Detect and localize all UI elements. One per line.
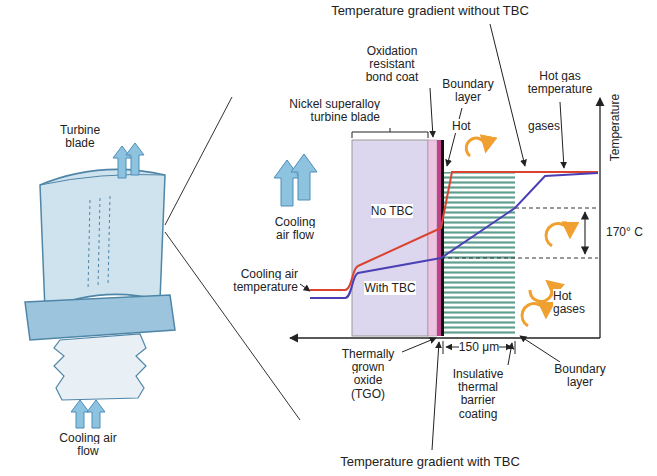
dimension-line bbox=[443, 341, 515, 354]
zoom-line bbox=[165, 232, 300, 420]
label-text: Temperature bbox=[608, 94, 622, 161]
part-label: Thermally grown oxide (TGO) bbox=[336, 348, 400, 401]
dimension-label: 150 μm bbox=[454, 341, 504, 354]
cooling-arrow bbox=[71, 400, 89, 428]
flow-label: Cooling air flow bbox=[58, 432, 118, 458]
hot-gas-arrow bbox=[466, 138, 486, 156]
label-text: gases bbox=[528, 119, 560, 133]
turbine-blade bbox=[40, 174, 165, 185]
zoom-line bbox=[165, 97, 232, 225]
label-text: Thermally grown oxide (TGO) bbox=[342, 347, 395, 401]
dimension-label: 170° C bbox=[606, 226, 654, 239]
label-text: Nickel superalloy turbine blade bbox=[289, 97, 380, 124]
label-text: Cooling air flow bbox=[275, 215, 316, 242]
label-text: Hot gases bbox=[553, 289, 585, 316]
leader-line bbox=[447, 108, 462, 166]
cooling-arrow bbox=[113, 146, 131, 178]
label-text: Cooling air temperature bbox=[233, 267, 298, 294]
curve-label: No TBC bbox=[357, 205, 427, 218]
label-text: No TBC bbox=[371, 204, 413, 218]
turbine-blade bbox=[40, 169, 165, 310]
interface-line bbox=[441, 140, 444, 336]
tbc-layer bbox=[444, 172, 515, 336]
axis bbox=[290, 98, 600, 338]
delta-bracket bbox=[441, 208, 598, 258]
leader-line bbox=[430, 88, 433, 137]
label-text: Turbine blade bbox=[60, 123, 100, 150]
part-label: Boundary layer bbox=[551, 363, 609, 389]
cooling-arrow bbox=[126, 143, 144, 175]
hot-gas-arrow bbox=[522, 304, 546, 326]
hot-gas-arrow bbox=[530, 282, 552, 301]
part-label: Oxidation resistant bond coat bbox=[356, 45, 428, 85]
leader-line bbox=[300, 24, 564, 450]
label-text: Boundary layer bbox=[554, 362, 605, 389]
gas-label: Hot bbox=[452, 120, 478, 133]
part-label: Hot gas temperature bbox=[523, 70, 597, 96]
part-label: Boundary layer bbox=[440, 78, 496, 104]
part-label: Turbine blade bbox=[50, 124, 110, 150]
leader-line bbox=[508, 343, 512, 365]
label-text: Hot gas temperature bbox=[528, 69, 593, 96]
leader-line bbox=[300, 284, 310, 291]
label-text: 170° C bbox=[606, 225, 643, 239]
figure-caption: Temperature gradient with TBC bbox=[300, 455, 560, 469]
cooling-arrow bbox=[87, 400, 105, 428]
cooling-arrow bbox=[71, 143, 317, 428]
label-text: Cooling air flow bbox=[59, 431, 116, 458]
delta-bracket bbox=[584, 212, 585, 254]
part-label: Insulative thermal barrier coating bbox=[445, 368, 511, 421]
axis-label: Temperature bbox=[609, 83, 622, 173]
gradient-without-tbc bbox=[310, 172, 598, 290]
zoom-line bbox=[165, 97, 300, 420]
leader-line bbox=[352, 128, 428, 138]
superalloy-layer bbox=[352, 140, 428, 336]
figure-caption: Temperature gradient without TBC bbox=[300, 4, 560, 18]
delta-bracket bbox=[441, 208, 598, 258]
label-text: Temperature gradient with TBC bbox=[340, 454, 520, 469]
cooling-arrow bbox=[291, 154, 317, 200]
turbine-blade bbox=[25, 169, 175, 400]
label-text: 150 μm bbox=[459, 340, 499, 354]
dimension-line bbox=[443, 341, 515, 354]
gas-label: gases bbox=[528, 120, 568, 133]
flow-label: Cooling air flow bbox=[268, 216, 322, 242]
curve-label: Cooling air temperature bbox=[222, 268, 298, 294]
label-text: Hot bbox=[452, 119, 471, 133]
gas-label: Hot gases bbox=[553, 290, 597, 316]
leader-line bbox=[490, 24, 525, 166]
label-text: Insulative thermal barrier coating bbox=[453, 367, 504, 421]
leader-line bbox=[402, 338, 436, 352]
axis bbox=[599, 98, 600, 338]
axis bbox=[290, 337, 600, 338]
label-text: With TBC bbox=[364, 281, 415, 295]
hot-gas-arrow bbox=[546, 224, 570, 246]
curve-label: With TBC bbox=[355, 282, 425, 295]
tgo-layer bbox=[437, 140, 441, 336]
bond-coat-layer bbox=[428, 140, 437, 336]
turbine-blade bbox=[54, 334, 146, 400]
turbine-blade bbox=[88, 196, 110, 290]
label-text: Temperature gradient without TBC bbox=[331, 3, 529, 18]
label-text: Oxidation resistant bond coat bbox=[366, 44, 419, 84]
part-label: Nickel superalloy turbine blade bbox=[270, 98, 380, 124]
gradient-with-tbc bbox=[310, 173, 598, 298]
label-text: Boundary layer bbox=[442, 77, 493, 104]
turbine-blade bbox=[25, 295, 175, 340]
leader-line bbox=[560, 102, 564, 168]
leader-line bbox=[520, 336, 560, 362]
leader-line bbox=[432, 342, 439, 450]
